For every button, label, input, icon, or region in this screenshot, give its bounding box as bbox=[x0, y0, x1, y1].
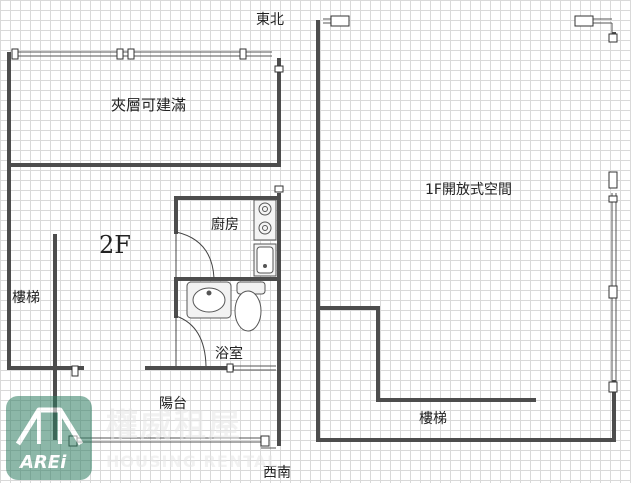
watermark-brand-mark: AREi bbox=[20, 452, 67, 473]
watermark-tagline: HOUSING RENTAL bbox=[106, 452, 279, 471]
label-balcony: 陽台 bbox=[159, 396, 187, 412]
bathroom-fixtures bbox=[186, 281, 266, 332]
watermark-logo: AREi 權威租屋 HOUSING RENTAL bbox=[6, 396, 306, 480]
kitchen-fixtures bbox=[253, 199, 277, 277]
door-swings bbox=[175, 231, 215, 367]
label-floor-2f: 2F bbox=[99, 231, 131, 259]
label-southwest: 西南 bbox=[263, 465, 291, 481]
label-stairs-left: 樓梯 bbox=[12, 290, 40, 306]
label-bathroom: 浴室 bbox=[215, 346, 243, 362]
wall-stair-1f bbox=[316, 306, 536, 402]
label-1f-open-space: 1F開放式空間 bbox=[425, 182, 512, 198]
arei-logo-icon bbox=[6, 396, 92, 480]
watermark-company-name: 權威租屋 bbox=[106, 406, 243, 444]
label-mezzanine: 夾層可建滿 bbox=[111, 96, 187, 114]
label-kitchen: 廚房 bbox=[211, 217, 239, 233]
label-stairs-right: 樓梯 bbox=[419, 411, 447, 427]
label-northeast: 東北 bbox=[256, 12, 284, 28]
